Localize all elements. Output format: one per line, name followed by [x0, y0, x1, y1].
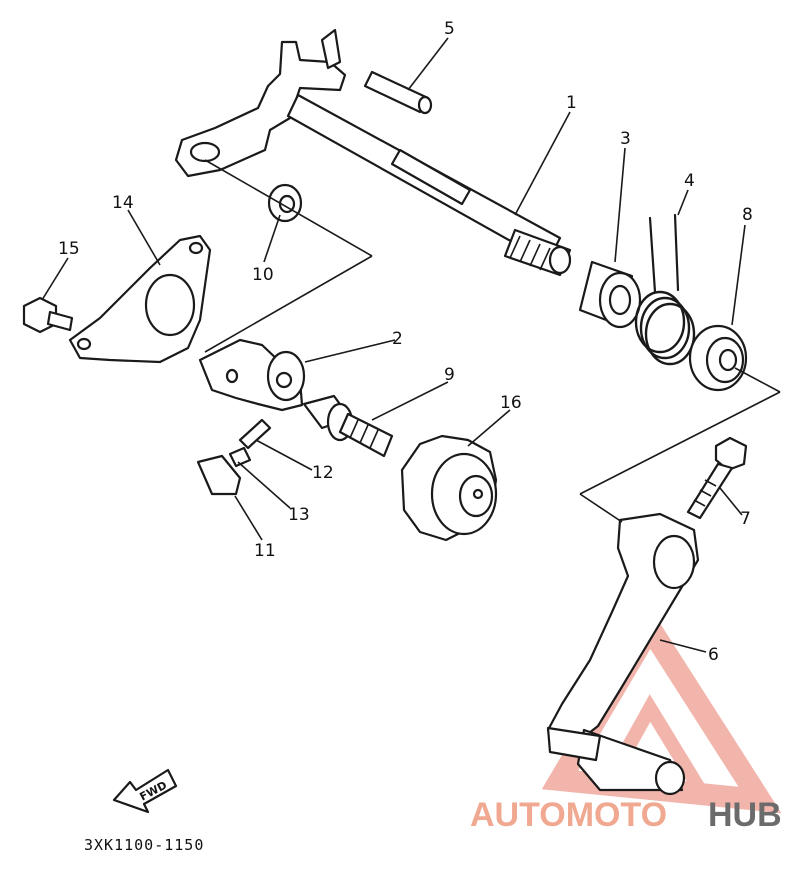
shift-pedal	[546, 512, 700, 796]
collar	[578, 260, 642, 329]
callout-leaders	[41, 37, 746, 653]
callout-14: 14	[112, 193, 134, 213]
bolt-long	[686, 436, 748, 520]
detent-spring	[238, 418, 272, 450]
callout-2: 2	[392, 329, 403, 349]
callout-1: 1	[566, 93, 577, 113]
callout-9: 9	[444, 365, 455, 385]
torsion-spring	[634, 213, 696, 366]
shift-drum-segment	[400, 434, 498, 542]
shift-shaft	[174, 28, 572, 277]
diagram-part-code: 3XK1100-1150	[84, 836, 204, 854]
guide-plate	[68, 234, 212, 364]
callout-labels: 1 2 3 4 5 6 7 8 9 10 11 12 13 14 15 16	[58, 19, 753, 665]
stud-bolt	[302, 394, 394, 458]
forward-direction-arrow: FWD	[112, 768, 178, 814]
callout-7: 7	[740, 509, 751, 529]
callout-5: 5	[444, 19, 455, 39]
watermark-part-1: AUTOMOTO	[470, 796, 667, 834]
callout-16: 16	[500, 393, 522, 413]
shift-cam-segment	[198, 338, 306, 412]
watermark-text: AUTOMOTO HUB	[470, 796, 782, 834]
pin	[363, 70, 433, 115]
callout-10: 10	[252, 265, 274, 285]
watermark-part-2: HUB	[708, 796, 782, 834]
callout-15: 15	[58, 239, 80, 259]
callout-4: 4	[684, 171, 695, 191]
stopper-lever	[196, 454, 242, 496]
callout-11: 11	[254, 541, 276, 561]
callout-12: 12	[312, 463, 334, 483]
callout-13: 13	[288, 505, 310, 525]
detent-pin	[228, 446, 252, 468]
callout-8: 8	[742, 205, 753, 225]
washer	[267, 183, 303, 223]
oil-seal	[688, 324, 748, 392]
alignment-lines	[204, 159, 781, 523]
callout-3: 3	[620, 129, 631, 149]
callout-6: 6	[708, 645, 719, 665]
bolt-short	[22, 296, 74, 334]
